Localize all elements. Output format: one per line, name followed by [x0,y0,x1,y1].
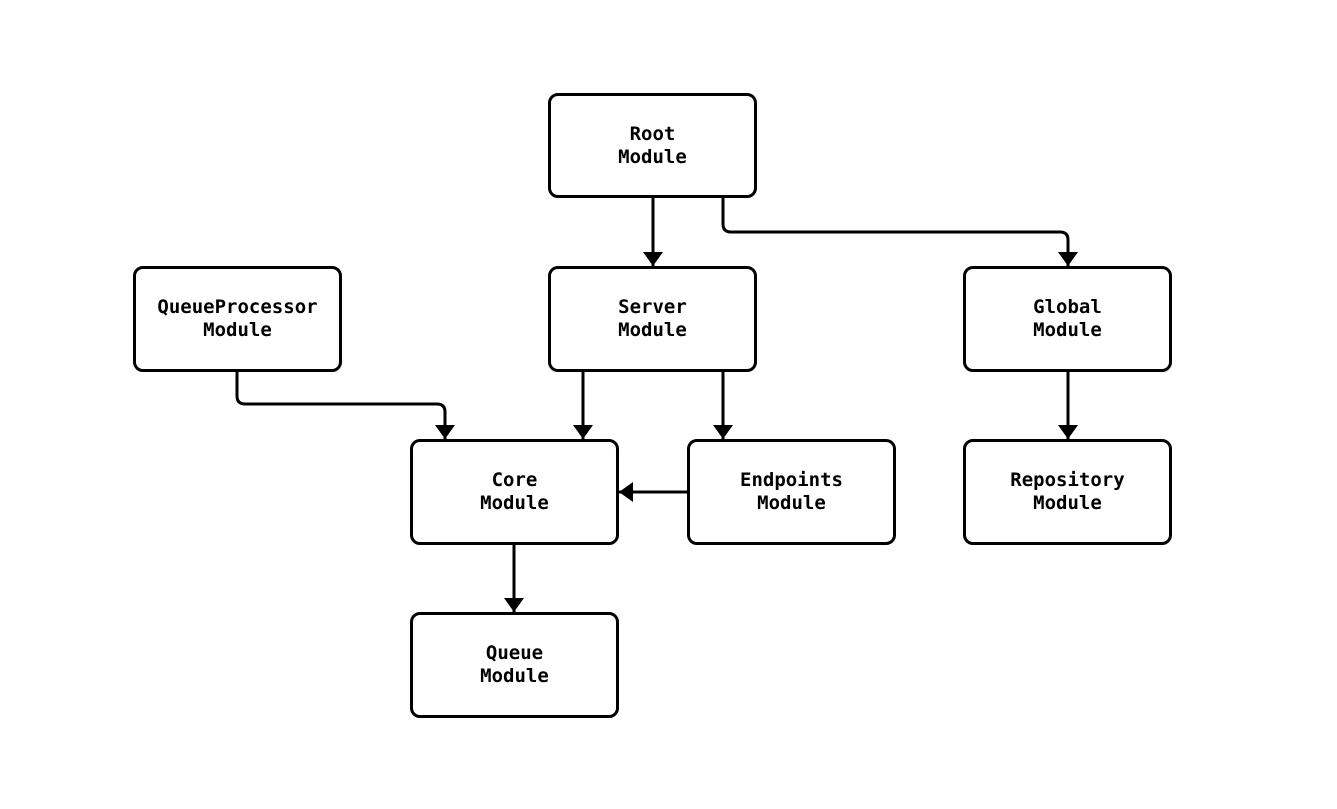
node-queue-module: Queue Module [410,612,619,718]
edge-queueprocessor-to-core [235,372,455,439]
node-label: Endpoints Module [740,469,843,514]
node-queueprocessor-module: QueueProcessor Module [133,266,342,372]
node-endpoints-module: Endpoints Module [687,439,896,545]
node-global-module: Global Module [963,266,1172,372]
node-label: QueueProcessor Module [157,296,318,341]
node-root-module: Root Module [548,93,757,198]
node-server-module: Server Module [548,266,757,372]
node-label: Queue Module [480,642,549,687]
node-label: Root Module [618,122,687,168]
node-repository-module: Repository Module [963,439,1172,545]
edge-root-to-global [721,198,1078,266]
node-label: Core Module [480,469,549,514]
node-label: Repository Module [1010,469,1125,514]
node-core-module: Core Module [410,439,619,545]
node-label: Global Module [1033,296,1102,341]
node-label: Server Module [618,296,687,341]
